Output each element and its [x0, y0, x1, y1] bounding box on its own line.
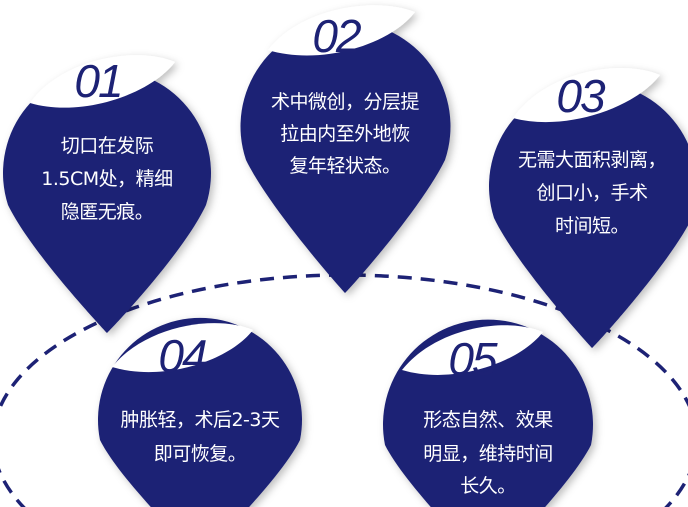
pin-02-line-3: 复年轻状态。	[289, 155, 401, 177]
pin-05-cap	[402, 325, 543, 375]
pin-05-description: 形态自然、效果 明显，维持时间 长久。	[383, 405, 593, 501]
pin-05-number: 05	[448, 333, 497, 385]
pin-03-line-2: 创口小，手术	[536, 182, 648, 204]
pin-01-line-2: 1.5CM处，精细	[41, 168, 173, 190]
pin-03-number: 03	[556, 70, 605, 122]
pin-05-line-3: 长久。	[460, 475, 516, 497]
pin-01-description: 切口在发际 1.5CM处，精细 隐匿无痕。	[0, 131, 214, 227]
pin-03-line-1: 无需大面积剥离，	[517, 149, 667, 171]
pin-04-shape	[98, 317, 302, 507]
pin-01-shape	[2, 55, 212, 333]
pin-04-description: 肿胀轻，术后2-3天 即可恢复。	[95, 405, 305, 469]
pin-05-line-1: 形态自然、效果	[423, 409, 553, 431]
pin-03-description: 无需大面积剥离， 创口小，手术 时间短。	[492, 145, 688, 241]
pin-04-number: 04	[158, 330, 207, 382]
pin-01-line-1: 切口在发际	[60, 135, 154, 157]
pin-01-number: 01	[74, 55, 123, 107]
pin-03-shape	[489, 68, 688, 348]
pin-02-shape	[240, 5, 451, 293]
pin-02-cap	[268, 5, 415, 56]
pin-05-line-2: 明显，维持时间	[423, 443, 553, 465]
pin-04-cap	[112, 323, 253, 373]
pin-02-line-2: 拉由内至外地恢	[280, 123, 410, 145]
pin-05-shape	[383, 319, 593, 507]
pin-01-line-3: 隐匿无痕。	[60, 201, 154, 223]
pin-04-line-2: 即可恢复。	[153, 443, 247, 465]
pin-02-description: 术中微创，分层提 拉由内至外地恢 复年轻状态。	[240, 87, 450, 181]
pin-01-cap	[30, 55, 175, 108]
pin-02-number: 02	[312, 10, 361, 62]
pin-02-line-1: 术中微创，分层提	[270, 91, 420, 113]
pin-04-line-1: 肿胀轻，术后2-3天	[120, 409, 280, 431]
pin-03-cap	[513, 68, 660, 123]
pin-03-line-3: 时间短。	[554, 215, 630, 237]
